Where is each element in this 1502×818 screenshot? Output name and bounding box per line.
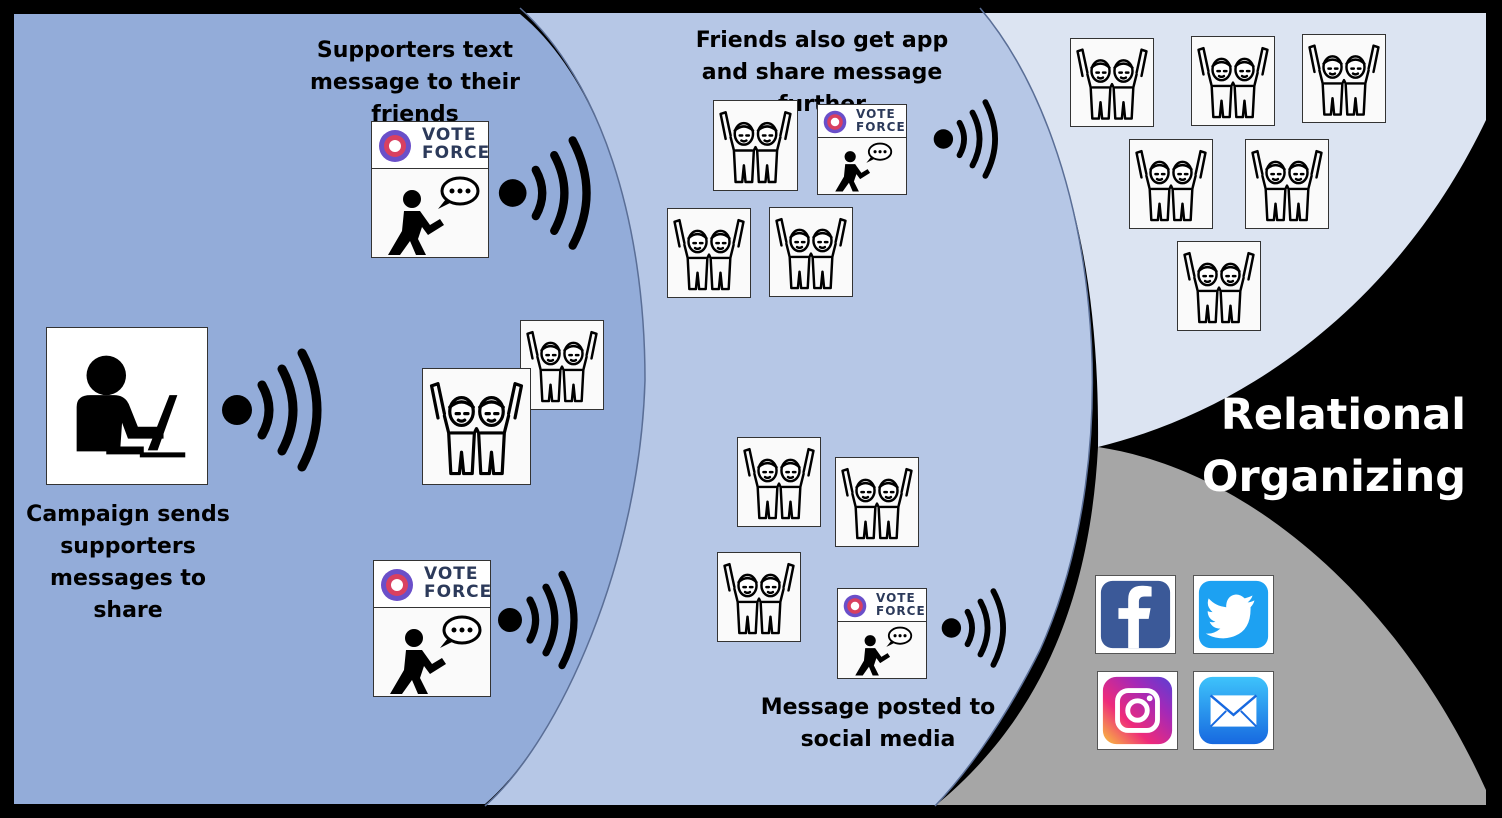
- twitter-tile: [1193, 575, 1274, 654]
- vote-force-messenger-body: [838, 622, 926, 678]
- friends-label-line: Friends also get app: [695, 28, 949, 53]
- vote-force-logo-icon: [379, 130, 411, 162]
- cheering-people-icon: [1076, 48, 1148, 120]
- cheering-people-icon: [723, 562, 795, 635]
- zone-boundary-1: [484, 7, 646, 807]
- mail-tile: [1193, 671, 1274, 750]
- vote-force-line-1: VOTE: [876, 591, 916, 605]
- cheering-people-icon: [719, 111, 792, 184]
- signal-wave-icon: [498, 570, 578, 670]
- person-messaging-icon: [388, 176, 480, 255]
- person-messaging-icon: [835, 142, 893, 192]
- posted-label-line: Message posted to: [760, 695, 996, 720]
- vote-force-messenger-body: [818, 138, 906, 194]
- mail-icon: [1198, 676, 1269, 745]
- signal-wave-icon: [222, 348, 322, 472]
- vote-force-card: VOTE FORCE: [371, 121, 489, 258]
- cheering-people-icon: [1308, 44, 1380, 116]
- friends-card: [717, 552, 801, 642]
- cheering-people-icon: [841, 467, 913, 540]
- facebook-tile: [1095, 575, 1176, 654]
- friends-card: [769, 207, 853, 297]
- vote-force-line-1: VOTE: [422, 125, 477, 145]
- cheering-people-icon: [526, 330, 598, 403]
- friends-card: [737, 437, 821, 527]
- cheering-people-icon: [775, 217, 847, 290]
- friends-card: [1177, 241, 1261, 331]
- cheering-people-icon: [1251, 149, 1323, 222]
- person-messaging-icon: [390, 615, 482, 694]
- vote-force-wordmark: VOTE FORCE: [424, 564, 493, 602]
- friends-card: [835, 457, 919, 547]
- title-line-1: Relational: [1220, 390, 1466, 440]
- supporters-label: Supporters text message to their friends: [270, 35, 560, 131]
- signal-wave-icon: [941, 588, 1006, 668]
- campaign-label: Campaign sends supporters messages to sh…: [14, 499, 242, 627]
- supporters-label-line: message to their friends: [310, 70, 520, 127]
- cheering-people-icon: [1135, 149, 1207, 222]
- cheering-people-icon: [1197, 46, 1269, 119]
- vote-force-card: VOTE FORCE: [817, 104, 907, 195]
- supporters-label-line: Supporters text: [316, 38, 514, 63]
- diagram-title: Relational Organizing: [1180, 384, 1466, 508]
- posted-label-line: social media: [800, 727, 956, 752]
- vote-force-logo: VOTE FORCE: [374, 561, 493, 608]
- person-messaging-icon: [855, 626, 913, 676]
- friends-card: [422, 368, 531, 485]
- friends-card: [1070, 38, 1154, 127]
- vote-force-line-2: FORCE: [856, 119, 906, 134]
- vote-force-logo: VOTE FORCE: [372, 122, 491, 169]
- vote-force-messenger-body: [372, 169, 488, 257]
- twitter-icon: [1198, 580, 1269, 649]
- title-line-2: Organizing: [1201, 452, 1466, 502]
- vote-force-logo: VOTE FORCE: [838, 589, 926, 622]
- cheering-people-icon: [1183, 251, 1255, 324]
- vote-force-line-2: FORCE: [424, 581, 493, 602]
- campaign-label-line: Campaign sends: [26, 502, 230, 527]
- vote-force-line-2: FORCE: [876, 603, 926, 618]
- vote-force-line-1: VOTE: [424, 564, 479, 584]
- instagram-tile: [1097, 671, 1178, 750]
- vote-force-card: VOTE FORCE: [837, 588, 927, 679]
- vote-force-line-1: VOTE: [856, 107, 896, 121]
- signal-wave-icon: [933, 99, 998, 179]
- friends-card: [520, 320, 604, 410]
- vote-force-wordmark: VOTE FORCE: [876, 592, 926, 617]
- vote-force-logo-icon: [381, 569, 413, 601]
- friends-card: [713, 100, 798, 191]
- zone-friends: [485, 8, 1093, 806]
- cheering-people-icon: [673, 218, 745, 291]
- facebook-icon: [1100, 580, 1171, 649]
- friends-card: [1129, 139, 1213, 229]
- vote-force-messenger-body: [374, 608, 490, 696]
- friends-card: [667, 208, 751, 298]
- cheering-people-icon: [429, 382, 524, 476]
- campaign-label-line: messages to share: [50, 566, 206, 623]
- campaign-label-line: supporters: [60, 534, 196, 559]
- campaign-laptop-icon: [46, 327, 208, 485]
- person-laptop-icon: [76, 355, 186, 458]
- friends-card: [1245, 139, 1329, 229]
- instagram-icon: [1102, 676, 1173, 745]
- cheering-people-icon: [743, 447, 815, 520]
- vote-force-logo-icon: [823, 110, 847, 134]
- vote-force-logo: VOTE FORCE: [818, 105, 906, 138]
- posted-label: Message posted to social media: [758, 692, 998, 756]
- vote-force-logo-icon: [843, 594, 867, 618]
- vote-force-wordmark: VOTE FORCE: [422, 125, 491, 163]
- friends-card: [1302, 34, 1386, 123]
- signal-wave-icon: [498, 136, 591, 250]
- vote-force-wordmark: VOTE FORCE: [856, 108, 906, 133]
- friends-card: [1191, 36, 1275, 126]
- vote-force-line-2: FORCE: [422, 142, 491, 163]
- zone-boundary-2: [934, 7, 1094, 807]
- vote-force-card: VOTE FORCE: [373, 560, 491, 697]
